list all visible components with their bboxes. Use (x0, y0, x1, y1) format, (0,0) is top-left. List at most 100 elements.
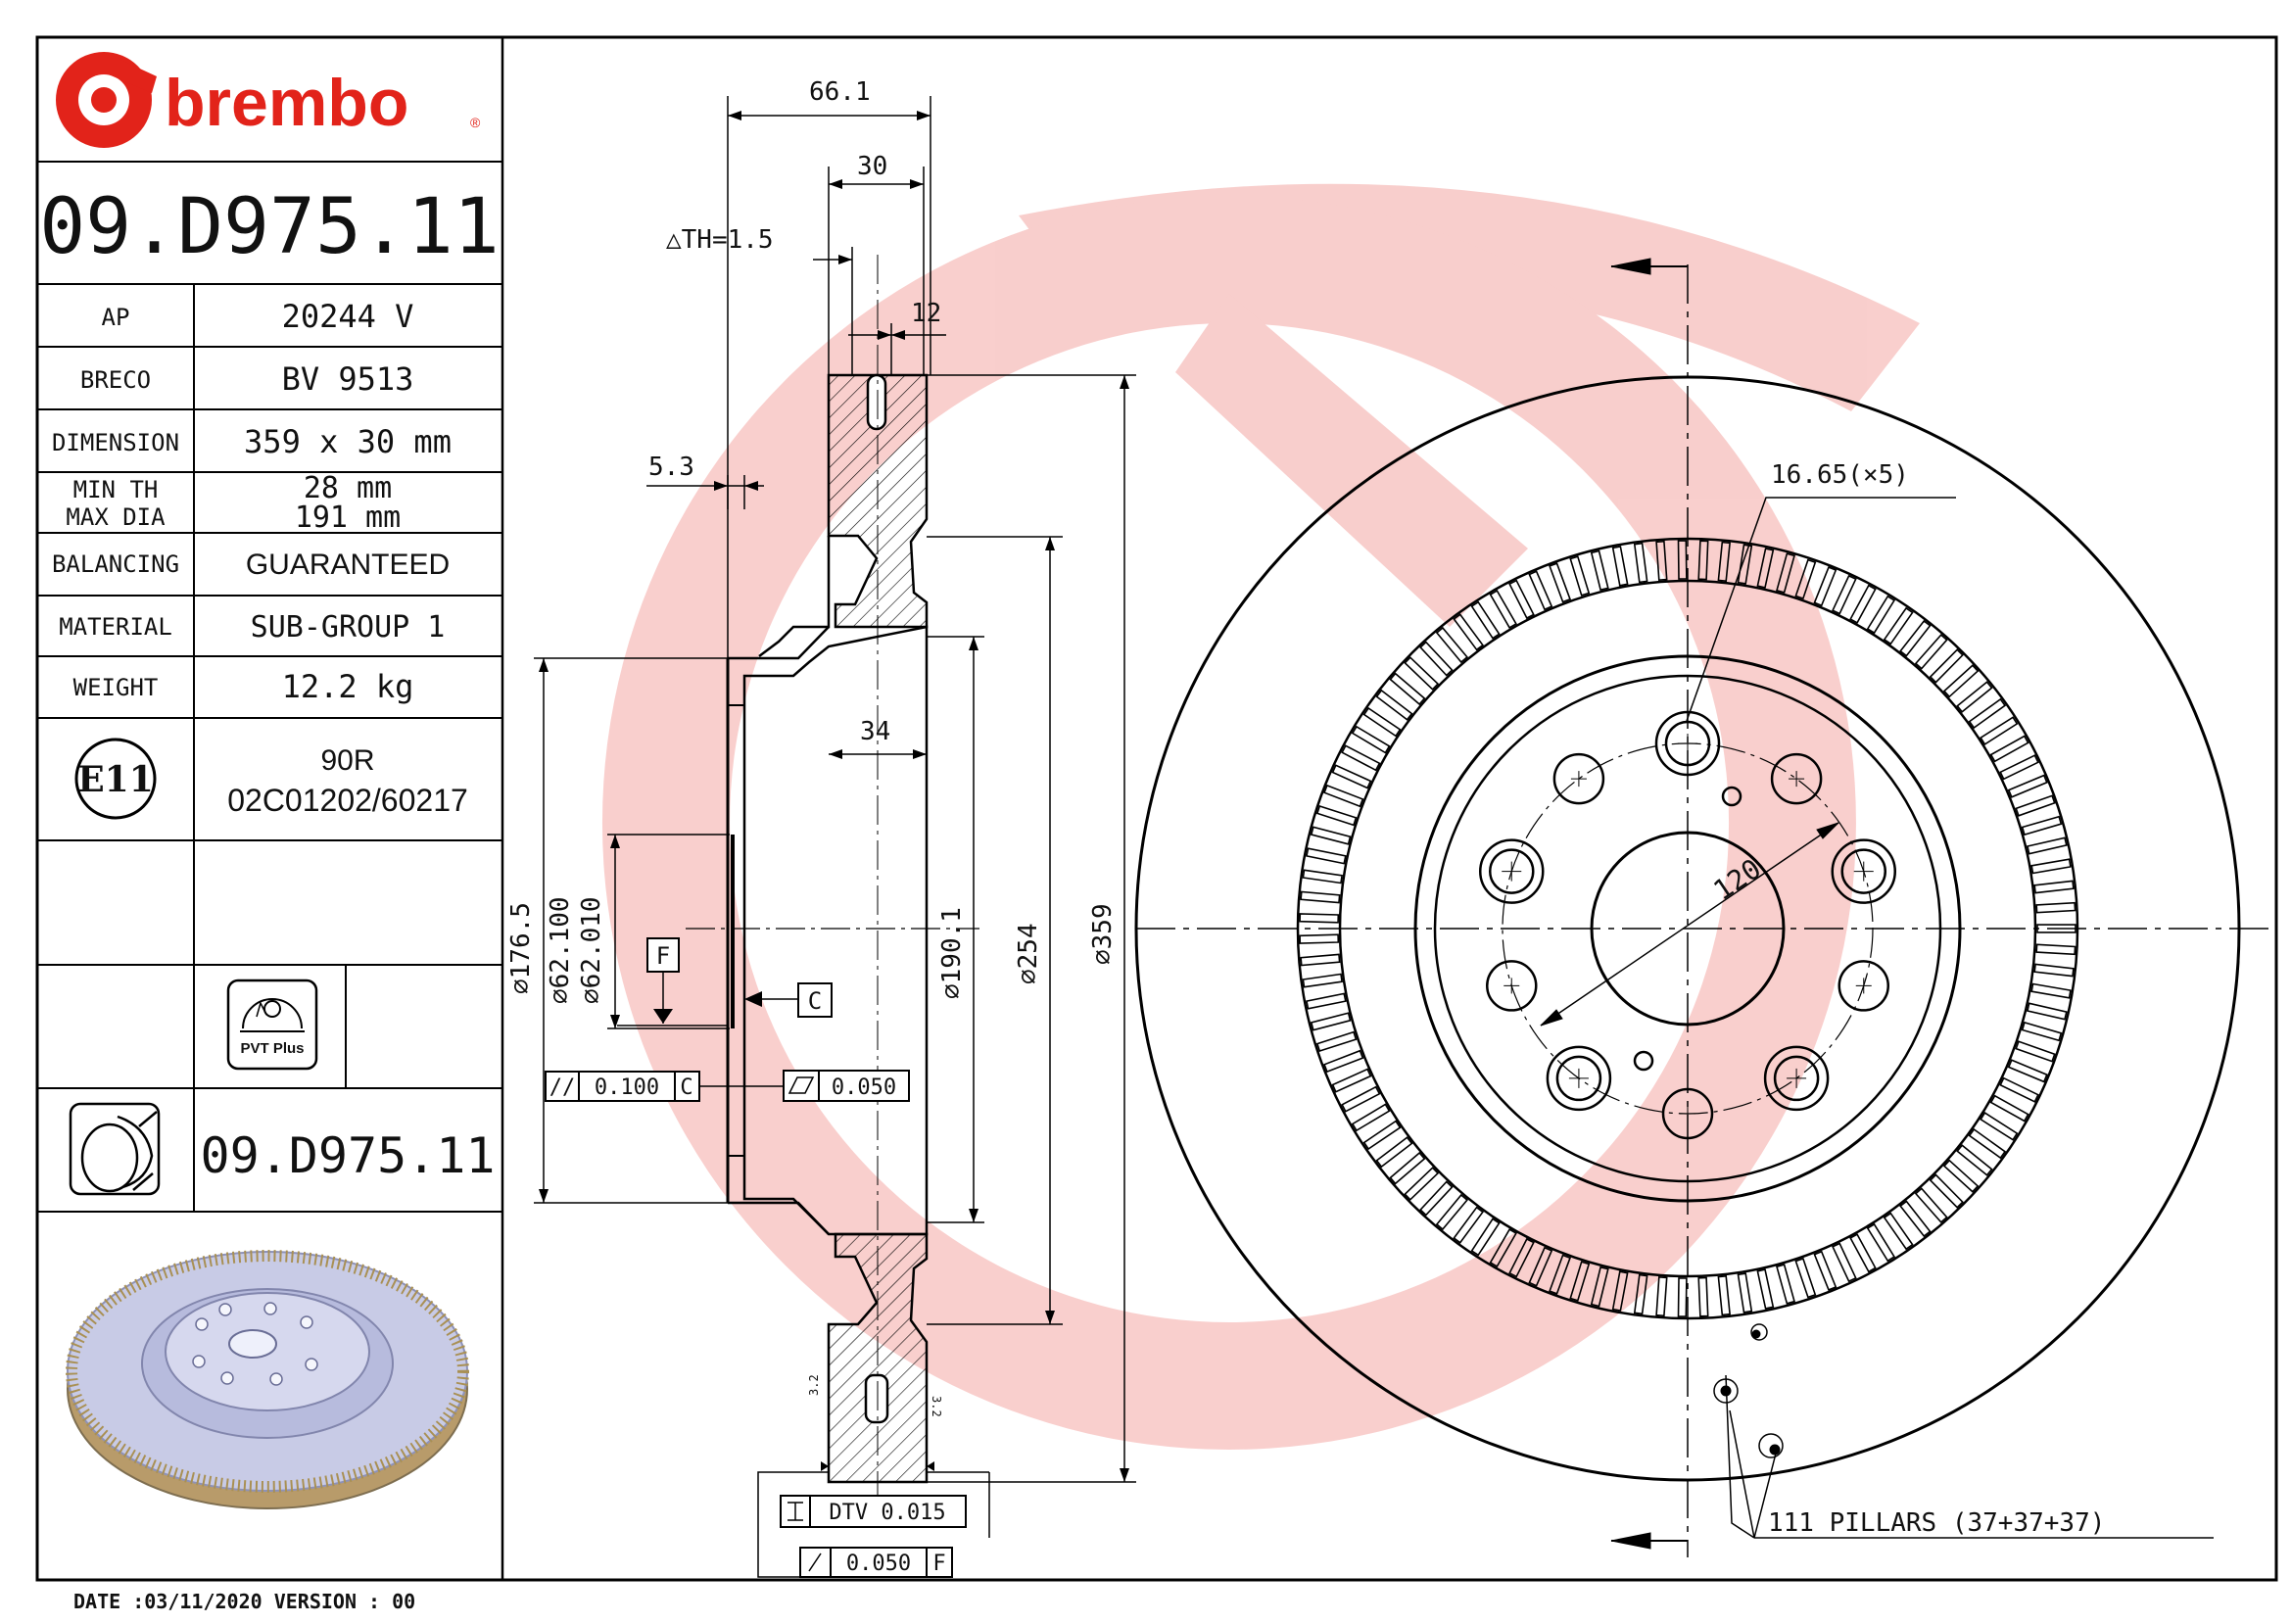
wheel-stud-hole (1479, 838, 1545, 904)
pvt-plus-disc-icon: PVT Plus (226, 979, 318, 1071)
vent-pillar (1389, 1151, 1426, 1185)
pvt-plus-label: PVT Plus (240, 1040, 304, 1057)
dim-5-3: 5.3 (648, 453, 694, 482)
vent-pillar (1435, 1193, 1469, 1231)
vent-pillar (1404, 656, 1440, 691)
vent-pillar (1351, 725, 1391, 754)
vent-pillar (1419, 641, 1454, 677)
date-version-line: DATE :03/11/2020 VERSION : 00 (73, 1590, 415, 1613)
vent-pillar (1980, 1111, 2019, 1141)
vent-pillar (1942, 664, 1980, 698)
vent-pillar (2035, 943, 2076, 956)
vent-pillar (1914, 1187, 1948, 1223)
vent-pillar (2027, 1002, 2068, 1021)
wheel-stud-hole (1831, 838, 1896, 904)
vent-pillar (1717, 1274, 1731, 1316)
brembo-logo: brembo ® (56, 52, 481, 148)
vent-pillar (1849, 1233, 1877, 1273)
section-view (686, 255, 979, 1513)
vent-pillar (1375, 689, 1413, 721)
vent-pillar (2033, 963, 2075, 978)
dim-th-tolerance: △TH=1.5 (666, 225, 774, 255)
vent-pillar (2030, 858, 2072, 875)
vent-pillar (1310, 1012, 1352, 1031)
vent-pillar (1942, 1159, 1980, 1193)
svg-text:F: F (932, 1552, 945, 1576)
vent-pillar (2021, 1021, 2063, 1042)
vent-pillar (1306, 992, 1347, 1010)
registered-mark: ® (470, 115, 481, 130)
vent-pillars (1299, 540, 2076, 1317)
vent-pillar (1677, 1277, 1688, 1317)
datum-c: C (762, 982, 833, 1018)
vent-pillar (1306, 847, 1347, 865)
vent-pillar (1737, 544, 1753, 585)
vent-pillar (1419, 1180, 1454, 1217)
dim-d359: ⌀359 (1088, 903, 1118, 965)
vent-pillar (1677, 540, 1688, 580)
vent-pillar (1883, 606, 1914, 645)
vent-pillar (1929, 1173, 1964, 1209)
vent-pillar (1302, 973, 1344, 988)
vent-pillar (2015, 1040, 2056, 1063)
vent-pillar (1508, 579, 1535, 620)
section-dimensions (534, 96, 1136, 1578)
vent-pillar (1341, 1085, 1381, 1113)
vent-pillar (1794, 1257, 1817, 1299)
vent-pillar (1528, 1246, 1553, 1287)
vent-pillar (1389, 672, 1426, 706)
vent-pillar (1883, 1212, 1914, 1251)
secondary-hole (1552, 752, 1605, 805)
vent-pillar (1299, 933, 1340, 944)
secondary-hole (1838, 960, 1889, 1012)
brand-wordmark: brembo (165, 66, 408, 140)
dim-34: 34 (860, 717, 890, 746)
vent-pillar (1508, 1237, 1535, 1278)
wheel-stud-hole (1763, 1045, 1830, 1112)
spec-value-max-dia: 191 mm (295, 501, 401, 535)
runout-tolerance: 0.050 F (799, 1547, 953, 1578)
vent-pillar (1914, 634, 1948, 670)
dim-d176-5: ⌀176.5 (506, 902, 536, 994)
secondary-hole (1486, 960, 1538, 1012)
vent-pillar (1633, 1273, 1648, 1315)
dim-30: 30 (857, 152, 887, 181)
vent-pillar (1549, 562, 1572, 603)
roughness-right: 3.2 (930, 1396, 943, 1417)
vent-pillar (1453, 613, 1485, 651)
secondary-hole (1661, 1087, 1714, 1140)
vent-pillar (1697, 1276, 1709, 1317)
vent-pillar (1655, 1275, 1668, 1317)
vent-pillar (1435, 626, 1469, 664)
vent-pillar (1832, 574, 1857, 615)
part-number: 09.D975.11 (39, 183, 500, 271)
vent-pillar (1300, 890, 1341, 904)
vent-pillar (1310, 826, 1352, 845)
vent-pillar (1489, 590, 1517, 629)
spec-label-breco: BRECO (80, 366, 151, 394)
vent-pillar (1341, 744, 1381, 772)
vent-pillar (1569, 1261, 1591, 1302)
spec-value-weight: 12.2 kg (282, 668, 414, 705)
vent-pillar (1756, 548, 1775, 589)
roughness-left: 3.2 (807, 1374, 821, 1396)
vent-pillar (2027, 836, 2068, 855)
wheel-stud-hole (1546, 1045, 1612, 1112)
locating-screw-hole (1721, 786, 1742, 807)
front-view (1134, 258, 2272, 1557)
section-labels: 66.1 30 △TH=1.5 12 5.3 34 ⌀176.5 ⌀62.100… (506, 77, 1118, 1417)
dim-d62-100: ⌀62.100 (546, 896, 575, 1004)
vent-pillar (1813, 566, 1838, 607)
homologation-line1: 90R (320, 744, 374, 777)
vent-pillar (1315, 1030, 1358, 1053)
spec-value-breco: BV 9513 (282, 360, 414, 398)
spec-table: AP 20244 V BRECO BV 9513 DIMENSION 359 x… (52, 298, 452, 705)
vent-pillar (1315, 804, 1358, 827)
e11-mark: E11 (77, 759, 154, 800)
vent-pillar (2033, 880, 2075, 894)
dim-holes: 16.65(×5) (1771, 460, 1909, 490)
vent-pillar (1351, 1103, 1391, 1132)
dim-12: 12 (911, 299, 941, 328)
sheet-border (35, 35, 2278, 1582)
